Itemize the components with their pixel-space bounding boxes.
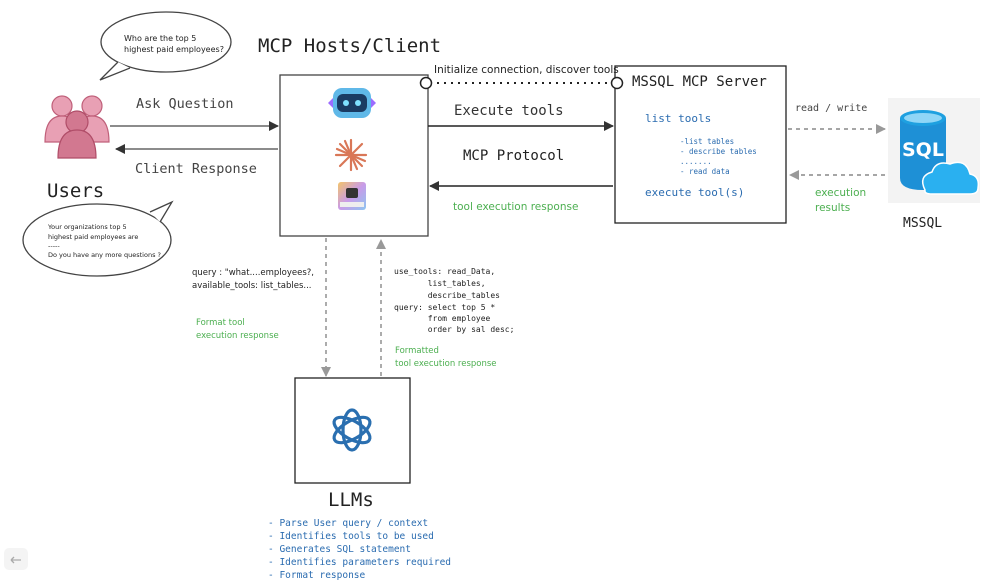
execution-results-line-2: results	[815, 202, 851, 214]
execute-tools-label: Execute tools	[454, 103, 564, 119]
bubble-answer-line-1: Your organizations top 5	[48, 223, 127, 231]
ask-question-label: Ask Question	[136, 96, 234, 112]
tool-exec-response-label: tool execution response	[453, 201, 579, 213]
llm-task-1: - Parse User query / context	[268, 518, 429, 529]
bubble-question-line-2: highest paid employees?	[124, 45, 224, 54]
llm-box	[294, 377, 411, 484]
llms-label: LLMs	[328, 489, 374, 511]
bubble-answer-line-4: Do you have any more questions ?	[48, 251, 161, 259]
sql-database-icon	[888, 98, 980, 203]
llm-task-5: - Format response	[268, 570, 366, 581]
query-right-line-3: describe_tables	[394, 291, 500, 300]
cursor-icon	[338, 182, 366, 210]
query-left-line-2: available_tools: list_tables...	[192, 281, 312, 291]
query-right-line-5: from employee	[394, 314, 491, 323]
execute-tools-server-label: execute tool(s)	[645, 186, 745, 199]
bubble-answer-line-2: highest paid employees are	[48, 233, 139, 241]
tool-item-4: - read data	[680, 167, 730, 176]
bubble-question-line-1: Who are the top 5	[124, 34, 197, 43]
bubble-answer-line-3: -----	[48, 242, 60, 250]
format-tool-line-2: execution response	[196, 331, 279, 341]
users-icon	[44, 95, 110, 159]
server-title: MSSQL MCP Server	[632, 74, 767, 90]
format-tool-line-1: Format tool	[196, 318, 245, 328]
client-response-label: Client Response	[135, 161, 257, 177]
tool-item-1: -list tables	[680, 137, 735, 146]
tool-item-3: .......	[680, 157, 712, 166]
claude-icon	[334, 138, 368, 172]
tool-item-2: - describe tables	[680, 147, 757, 156]
initialize-connection-line	[419, 76, 624, 90]
execution-results-line-1: execution	[815, 187, 867, 199]
query-right-line-6: order by sal desc;	[394, 325, 515, 334]
formatted-line-1: Formatted	[395, 346, 439, 356]
hosts-title: MCP Hosts/Client	[258, 35, 442, 57]
mcp-protocol-label: MCP Protocol	[463, 148, 565, 164]
query-right-line-4: query: select top 5 *	[394, 303, 496, 312]
answer-bubble-shape	[22, 200, 174, 277]
llm-task-2: - Identifies tools to be used	[268, 531, 434, 542]
query-right-line-1: use_tools: read_Data,	[394, 267, 496, 276]
return-icon[interactable]	[4, 548, 28, 570]
mcp-server-box	[614, 65, 787, 224]
llm-task-3: - Generates SQL statement	[268, 544, 411, 555]
formatted-line-2: tool execution response	[395, 359, 497, 369]
sql-icon-text: SQL	[902, 139, 944, 161]
users-label: Users	[47, 180, 105, 202]
llm-task-4: - Identifies parameters required	[268, 557, 452, 568]
openai-icon	[332, 408, 372, 452]
list-tools-label: list tools	[645, 112, 712, 125]
read-write-label: read / write	[795, 103, 868, 114]
query-right-line-2: list_tables,	[394, 279, 486, 288]
question-bubble-shape	[99, 11, 232, 81]
mssql-label: MSSQL	[903, 216, 943, 231]
query-left-line-1: query : "what....employees?,	[192, 268, 315, 278]
copilot-icon	[328, 88, 376, 118]
initialize-label: Initialize connection, discover tools	[434, 64, 619, 76]
